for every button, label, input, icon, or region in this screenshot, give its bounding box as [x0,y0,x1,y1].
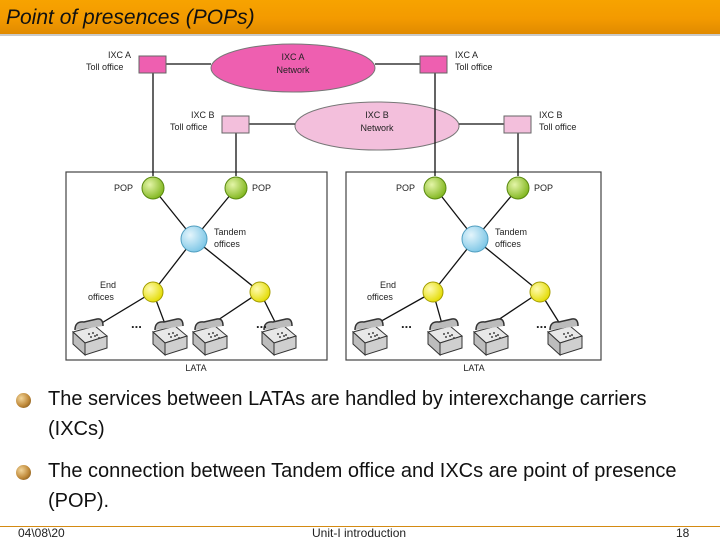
tandem-office-node [180,225,208,253]
pop-node [506,176,530,200]
footer-date: 04\08\20 [18,526,65,540]
ixc-b-network-label-2: Network [360,123,394,133]
toll-b-left-label-1: IXC B [191,110,215,120]
page-number: 18 [676,526,690,540]
end-offices-label-1: End [100,280,116,290]
pop-node [423,176,447,200]
tandem-label-2: offices [495,239,521,249]
toll-b-right-label-1: IXC B [539,110,563,120]
pop-label: POP [534,183,553,193]
ellipsis-label: ... [256,316,267,331]
bullet-list: The services between LATAs are handled b… [16,384,706,520]
tandem-label-2: offices [214,239,240,249]
pop-node [141,176,165,200]
ixc-a-network [210,43,376,93]
pop-label: POP [396,183,415,193]
toll-b-left-label-2: Toll office [170,122,207,132]
end-office-node [249,281,271,303]
title-divider [0,34,720,36]
toll-a-right-label-1: IXC A [455,50,478,60]
toll-office-b-left [221,115,250,134]
bullet-item: The services between LATAs are handled b… [16,384,706,444]
ixc-a-network-label-1: IXC A [281,52,304,62]
bullet-icon [16,465,31,480]
end-offices-label-1: End [380,280,396,290]
ellipsis-label: ... [536,316,547,331]
ixc-a-network-label-2: Network [276,65,310,75]
tandem-office-node [461,225,489,253]
slide-title: Point of presences (POPs) [6,6,255,29]
toll-a-right-label-2: Toll office [455,62,492,72]
toll-office-a-right [419,55,448,74]
bullet-item: The connection between Tandem office and… [16,456,706,516]
toll-office-a-left [138,55,167,74]
lata-label: LATA [185,363,206,372]
end-office-node [529,281,551,303]
toll-a-left-label-1: IXC A [108,50,131,60]
bullet-text: The services between LATAs are handled b… [48,388,647,440]
end-office-node [142,281,164,303]
tandem-label-1: Tandem [495,227,527,237]
pop-network-diagram: IXC A Network IXC B Network IXC A Toll o… [65,43,602,372]
toll-office-b-right [503,115,532,134]
ellipsis-label: ... [131,316,142,331]
footer-divider [0,526,720,527]
footer-title: Unit-I introduction [312,526,407,540]
toll-b-right-label-2: Toll office [539,122,576,132]
lata-label: LATA [463,363,484,372]
title-bar: Point of presences (POPs) [0,0,720,34]
bullet-icon [16,393,31,408]
end-office-node [422,281,444,303]
ixc-b-network [294,101,460,151]
pop-node [224,176,248,200]
bullet-text: The connection between Tandem office and… [48,460,677,512]
end-offices-label-2: offices [88,292,114,302]
ellipsis-label: ... [401,316,412,331]
tandem-label-1: Tandem [214,227,246,237]
ixc-b-network-label-1: IXC B [365,110,389,120]
pop-label: POP [114,183,133,193]
end-offices-label-2: offices [367,292,393,302]
pop-label: POP [252,183,271,193]
toll-a-left-label-2: Toll office [86,62,123,72]
